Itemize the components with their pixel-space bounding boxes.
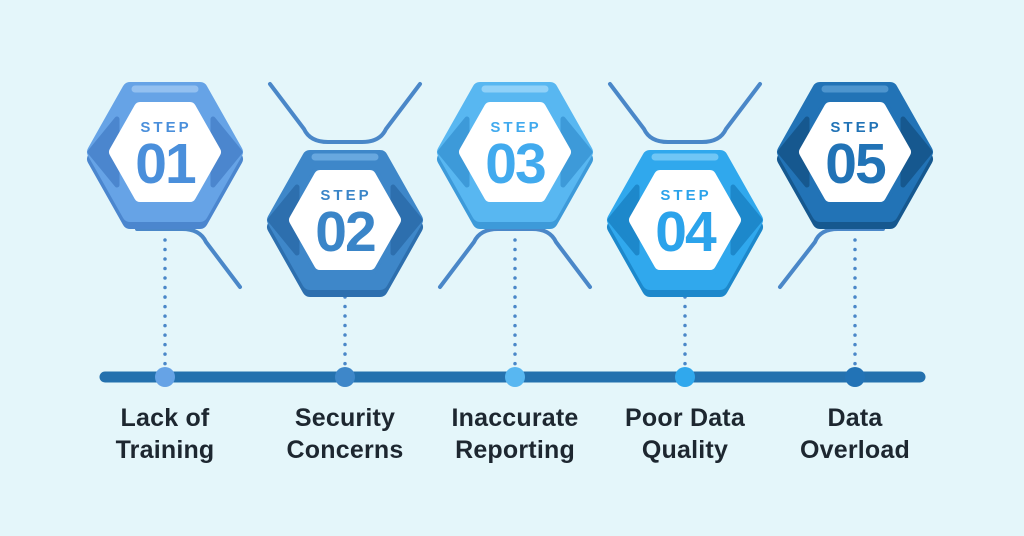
step-03-timeline-dot: [505, 367, 525, 387]
step-02-timeline-dot: [335, 367, 355, 387]
step-01-timeline-dot: [155, 367, 175, 387]
step-05-label: STEP: [830, 119, 881, 136]
step-04-inner-hexagon: [629, 170, 741, 270]
step-03-label: STEP: [490, 119, 541, 136]
step-02-bracket-line: [268, 82, 422, 144]
step-02-inner-hexagon: [289, 170, 401, 270]
step-05-inner-hexagon: [799, 102, 911, 202]
step-02-label: STEP: [320, 187, 371, 204]
step-03-inner-hexagon: [459, 102, 571, 202]
step-04-label: STEP: [660, 187, 711, 204]
step-04-bracket-line: [608, 82, 762, 144]
step-01-inner-hexagon: [109, 102, 221, 202]
step-01-number: 01: [135, 132, 196, 196]
step-01-bracket-line: [135, 227, 242, 289]
step-05-number: 05: [825, 132, 886, 196]
step-04-number: 04: [655, 200, 717, 264]
step-01-label: STEP: [140, 119, 191, 136]
step-02-number: 02: [315, 200, 375, 264]
step-03-number: 03: [485, 132, 545, 196]
step-05-timeline-dot: [845, 367, 865, 387]
step-04-timeline-dot: [675, 367, 695, 387]
step-05-bracket-line: [778, 227, 885, 289]
